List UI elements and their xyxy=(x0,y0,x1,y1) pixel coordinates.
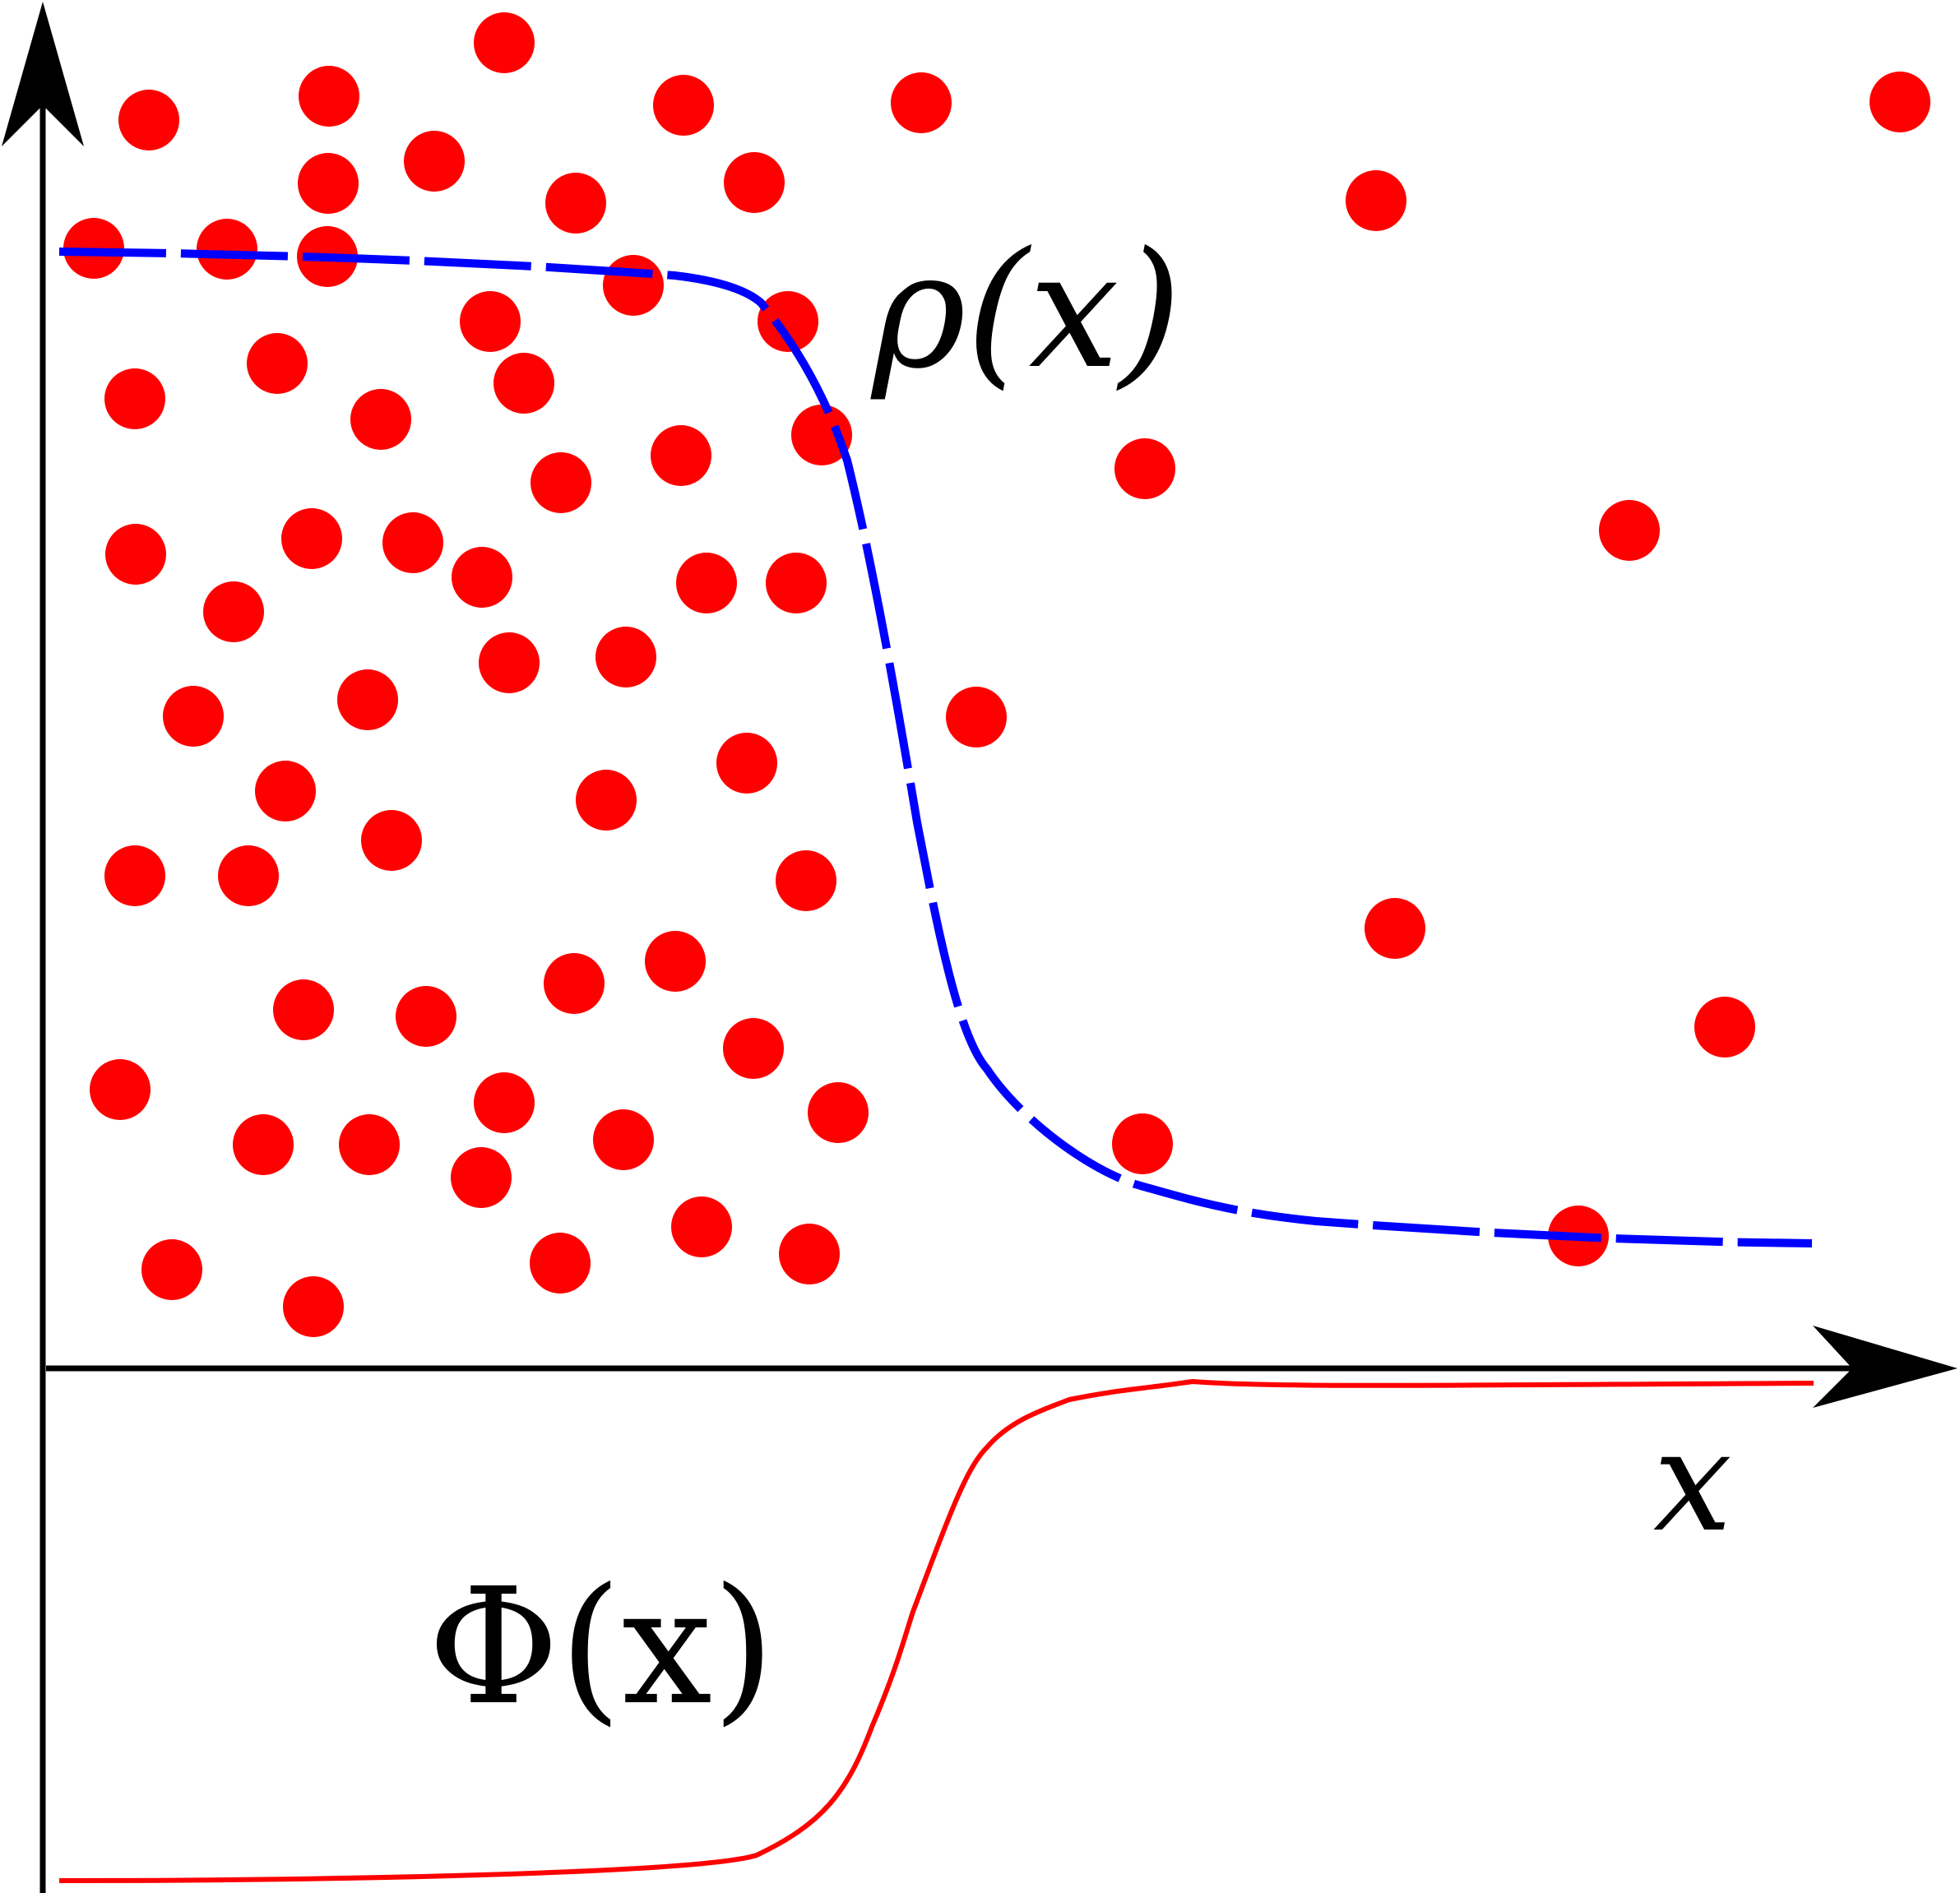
particle xyxy=(452,547,512,608)
particle xyxy=(808,1082,869,1143)
particle xyxy=(382,512,443,573)
particle xyxy=(460,291,521,352)
particle xyxy=(545,173,606,234)
particle xyxy=(1112,1113,1173,1174)
particle xyxy=(337,669,398,730)
particle xyxy=(273,979,334,1040)
particle xyxy=(645,931,706,992)
particle xyxy=(791,405,852,465)
particle xyxy=(1346,170,1406,231)
particle xyxy=(493,353,554,414)
particle xyxy=(404,131,465,192)
particle xyxy=(671,1196,732,1257)
particle xyxy=(203,581,264,642)
particle xyxy=(716,733,777,794)
particle xyxy=(298,153,359,214)
particle xyxy=(339,1114,400,1175)
particle xyxy=(104,368,165,429)
particle xyxy=(724,152,785,213)
particle xyxy=(141,1239,202,1300)
particle xyxy=(479,632,540,693)
particle xyxy=(779,1224,840,1284)
particle xyxy=(651,425,711,486)
particle xyxy=(90,1059,151,1120)
particle xyxy=(218,845,279,906)
particle xyxy=(233,1114,294,1175)
particle xyxy=(758,291,818,352)
particle xyxy=(474,1072,535,1133)
x-axis-label: x xyxy=(1653,1400,1732,1563)
particle xyxy=(105,524,166,585)
potential-label: Φ(x) xyxy=(428,1553,775,1740)
particle xyxy=(299,66,359,127)
density-curve xyxy=(58,248,1813,1247)
particle xyxy=(396,986,456,1047)
particle xyxy=(723,1018,784,1079)
particle xyxy=(653,75,714,136)
particle xyxy=(1870,72,1930,132)
particle xyxy=(530,1233,591,1294)
particle xyxy=(451,1147,512,1208)
particle xyxy=(283,1276,344,1337)
x-axis-arrowhead xyxy=(1813,1326,1958,1408)
particle xyxy=(104,845,165,906)
particle xyxy=(281,508,342,569)
particle xyxy=(1694,997,1755,1058)
particle xyxy=(603,255,664,316)
particle xyxy=(576,770,637,831)
particle xyxy=(247,333,308,394)
particle xyxy=(946,687,1007,747)
particle xyxy=(1114,438,1175,499)
particle xyxy=(474,12,535,73)
particle xyxy=(1599,500,1660,561)
particle xyxy=(776,850,836,911)
particle xyxy=(766,553,827,613)
particle xyxy=(1365,898,1425,959)
potential-curve xyxy=(58,1378,1814,1883)
particle xyxy=(595,627,656,687)
particle xyxy=(118,90,179,150)
particle-cloud xyxy=(63,12,1930,1337)
particle xyxy=(531,452,591,513)
particle xyxy=(163,686,224,747)
particle xyxy=(197,219,257,280)
particle xyxy=(361,810,422,871)
particle xyxy=(676,553,737,613)
density-label: ρ(x) xyxy=(870,217,1182,404)
particle xyxy=(593,1109,654,1170)
particle xyxy=(350,389,411,450)
particle xyxy=(891,72,952,133)
y-axis-arrowhead xyxy=(2,2,84,146)
particle xyxy=(544,953,605,1014)
particle xyxy=(255,761,316,822)
